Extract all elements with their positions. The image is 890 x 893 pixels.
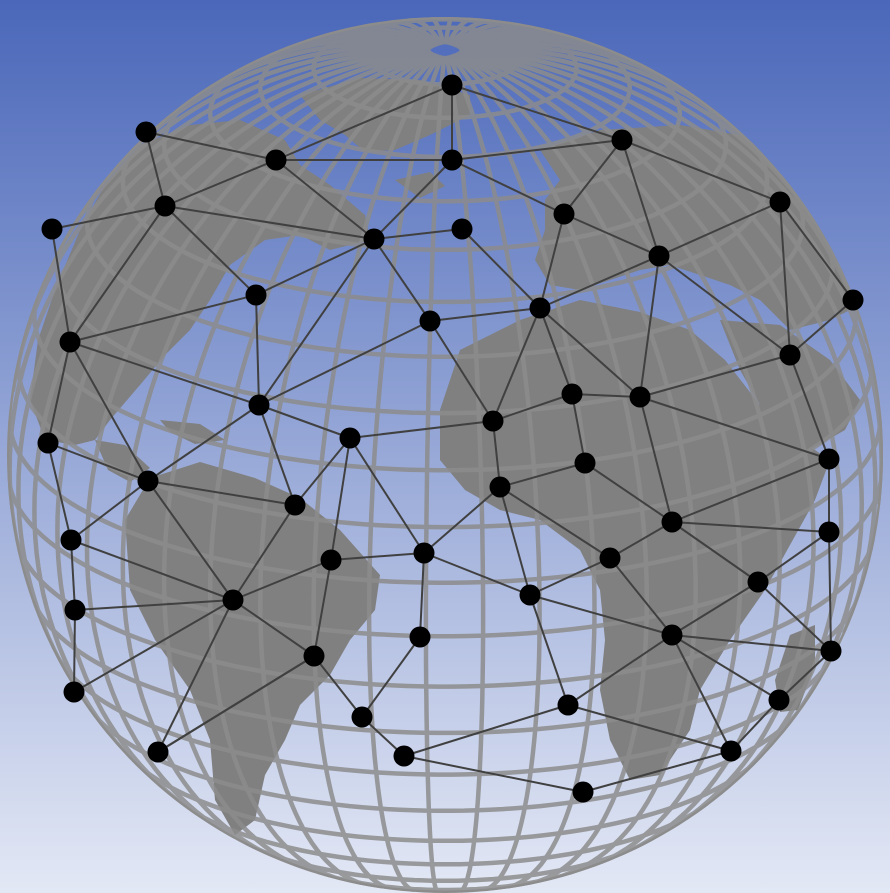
- network-node: [562, 384, 583, 405]
- network-node: [554, 204, 575, 225]
- network-node: [530, 298, 551, 319]
- network-node: [64, 682, 85, 703]
- network-node: [285, 495, 306, 516]
- network-node: [490, 477, 511, 498]
- network-node: [748, 572, 769, 593]
- network-node: [575, 453, 596, 474]
- network-node: [340, 428, 361, 449]
- network-node: [155, 196, 176, 217]
- network-node: [352, 707, 373, 728]
- network-node: [721, 741, 742, 762]
- network-node: [649, 246, 670, 267]
- network-node: [769, 690, 790, 711]
- network-node: [38, 433, 59, 454]
- network-node: [819, 522, 840, 543]
- network-node: [819, 449, 840, 470]
- network-node: [223, 590, 244, 611]
- network-node: [452, 219, 473, 240]
- network-node: [573, 782, 594, 803]
- network-node: [780, 345, 801, 366]
- network-node: [60, 332, 81, 353]
- network-edge: [74, 610, 75, 692]
- network-node: [394, 746, 415, 767]
- network-node: [442, 75, 463, 96]
- network-node: [410, 627, 431, 648]
- network-node: [843, 290, 864, 311]
- network-node: [558, 695, 579, 716]
- network-node: [612, 130, 633, 151]
- network-node: [136, 122, 157, 143]
- network-node: [414, 543, 435, 564]
- network-node: [662, 512, 683, 533]
- network-node: [42, 219, 63, 240]
- network-node: [821, 641, 842, 662]
- network-node: [304, 646, 325, 667]
- network-node: [246, 285, 267, 306]
- network-node: [266, 150, 287, 171]
- network-node: [148, 742, 169, 763]
- network-node: [442, 150, 463, 171]
- network-node: [520, 585, 541, 606]
- network-node: [138, 471, 159, 492]
- network-node: [321, 550, 342, 571]
- network-node: [600, 548, 621, 569]
- network-node: [770, 192, 791, 213]
- network-node: [483, 411, 504, 432]
- network-node: [420, 311, 441, 332]
- network-node: [65, 600, 86, 621]
- network-node: [364, 229, 385, 250]
- network-node: [662, 625, 683, 646]
- network-node: [630, 387, 651, 408]
- network-node: [61, 530, 82, 551]
- network-node: [249, 395, 270, 416]
